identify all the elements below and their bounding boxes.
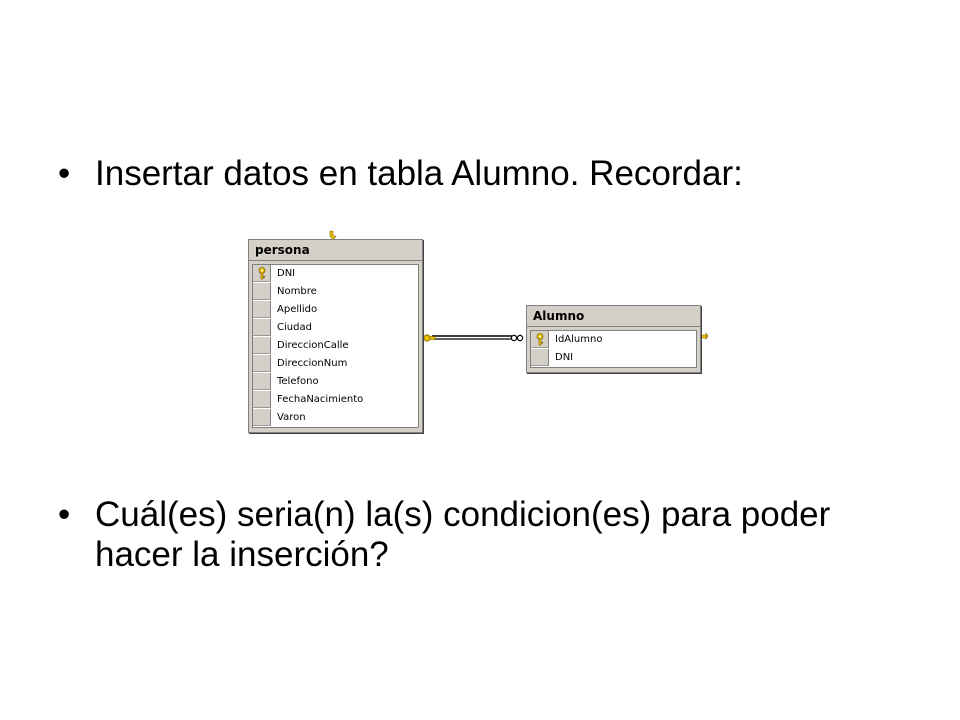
column-name: Apellido — [277, 304, 318, 315]
table-column-row[interactable]: DireccionNum — [253, 355, 418, 373]
column-name: Varon — [277, 412, 306, 423]
table-column-row[interactable]: DireccionCalle — [253, 337, 418, 355]
row-selector — [253, 409, 271, 426]
row-selector — [253, 373, 271, 390]
column-name: DNI — [277, 268, 296, 279]
table-column-row[interactable]: Nombre — [253, 283, 418, 301]
table-column-row[interactable]: IdAlumno — [531, 331, 696, 349]
column-name: DNI — [555, 352, 574, 363]
table-title: Alumno — [527, 306, 700, 327]
table-column-row[interactable]: DNI — [531, 349, 696, 367]
row-selector — [253, 301, 271, 318]
column-name: IdAlumno — [555, 334, 603, 345]
column-name: Ciudad — [277, 322, 312, 333]
row-selector — [531, 349, 549, 366]
column-name: DireccionNum — [277, 358, 348, 369]
row-selector — [253, 265, 271, 282]
bullet-text: Cuál(es) seria(n) la(s) condicion(es) pa… — [95, 495, 831, 574]
row-selector — [253, 337, 271, 354]
key-icon — [423, 334, 436, 342]
row-selector — [253, 283, 271, 300]
bullet-marker: • — [58, 154, 71, 193]
row-selector — [253, 319, 271, 336]
table-column-row[interactable]: Varon — [253, 409, 418, 427]
row-selector — [253, 391, 271, 408]
infinity-icon — [510, 334, 524, 342]
table-title: persona — [249, 240, 422, 261]
primary-key-icon — [258, 267, 266, 280]
table-column-row[interactable]: DNI — [253, 265, 418, 283]
table-column-row[interactable]: Telefono — [253, 373, 418, 391]
bullet-1: • Insertar datos en tabla Alumno. Record… — [58, 154, 918, 194]
column-name: Telefono — [277, 376, 319, 387]
bullet-marker: • — [58, 495, 71, 534]
bullet-text: Insertar datos en tabla Alumno. Recordar… — [95, 154, 743, 193]
table-column-row[interactable]: Ciudad — [253, 319, 418, 337]
row-selector — [253, 355, 271, 372]
bullet-2: • Cuál(es) seria(n) la(s) condicion(es) … — [58, 495, 918, 575]
column-name: Nombre — [277, 286, 317, 297]
table-column-row[interactable]: Apellido — [253, 301, 418, 319]
relationship-line — [432, 335, 512, 340]
table-column-row[interactable]: FechaNacimiento — [253, 391, 418, 409]
primary-key-icon — [536, 333, 544, 346]
column-name: FechaNacimiento — [277, 394, 364, 405]
column-name: DireccionCalle — [277, 340, 349, 351]
row-selector — [531, 331, 549, 348]
key-icon — [700, 332, 709, 340]
